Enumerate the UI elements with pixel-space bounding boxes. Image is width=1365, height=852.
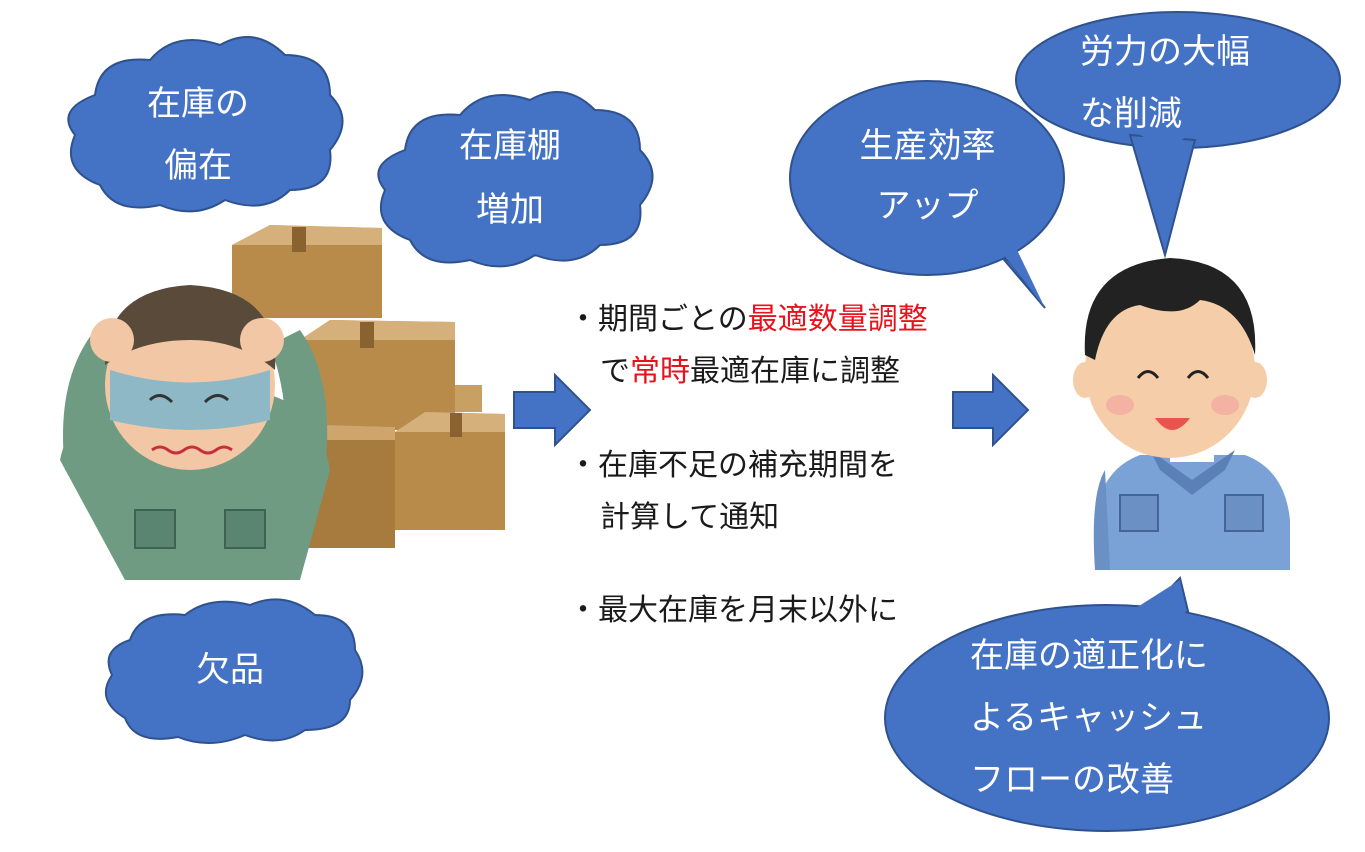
bullet: ・ xyxy=(568,448,598,483)
measure-item-2-line2: 計算して通知 xyxy=(600,500,780,535)
cloud-shelf-increase-line2: 増加 xyxy=(476,190,544,230)
arrow-to-results xyxy=(952,372,1030,448)
bullet: ・ xyxy=(568,593,598,628)
cloud-uneven-inventory xyxy=(67,36,344,213)
measure-item-1-line2-prefix: で xyxy=(600,354,630,389)
measure-item-3-line1: ・最大在庫を月末以外に xyxy=(568,585,898,637)
cardboard-boxes-illustration xyxy=(232,225,505,548)
bullet: ・ xyxy=(568,302,598,337)
cloud-uneven-inventory-line1: 在庫の xyxy=(147,84,249,124)
bubble-efficiency-line2: アップ xyxy=(876,186,979,226)
bubble-cashflow-line3: フローの改善 xyxy=(970,760,1174,800)
bubble-cashflow-line1: 在庫の適正化に xyxy=(970,636,1208,676)
bubble-efficiency-line1: 生産効率 xyxy=(859,126,996,166)
measure-item-1-highlight: 最適数量調整 xyxy=(747,302,928,337)
cloud-shelf-increase-line1: 在庫棚 xyxy=(459,126,561,166)
measure-item-1-line2-highlight: 常時 xyxy=(630,354,690,389)
cloud-shelf-increase xyxy=(377,91,654,268)
speech-bubble-efficiency xyxy=(789,80,1065,309)
worried-worker-illustration xyxy=(60,285,330,580)
measure-item-1-text: 期間ごとの xyxy=(598,302,748,337)
happy-worker-illustration xyxy=(1073,258,1290,570)
bubble-labor-line2: な削減 xyxy=(1080,94,1182,134)
speech-bubble-cashflow xyxy=(884,575,1330,832)
measure-item-2-text: 在庫不足の補充期間を xyxy=(598,448,898,483)
measure-item-1-line2-rest: 最適在庫に調整 xyxy=(690,354,900,389)
cloud-stockout xyxy=(104,598,364,745)
bubble-cashflow-line2: よるキャッシュ xyxy=(970,698,1207,738)
arrow-to-measures xyxy=(513,372,592,448)
measure-item-1-line1: ・期間ごとの最適数量調整 xyxy=(568,294,928,346)
measure-item-3-text: 最大在庫を月末以外に xyxy=(598,593,898,628)
bubble-labor-line1: 労力の大幅 xyxy=(1080,32,1250,72)
measure-item-1-line2: で常時最適在庫に調整 xyxy=(600,346,900,398)
measure-item-2-line1: ・在庫不足の補充期間を xyxy=(568,440,898,492)
cloud-uneven-inventory-line2: 偏在 xyxy=(164,146,232,186)
speech-bubble-labor xyxy=(1015,11,1341,259)
cloud-stockout-label: 欠品 xyxy=(196,650,264,690)
